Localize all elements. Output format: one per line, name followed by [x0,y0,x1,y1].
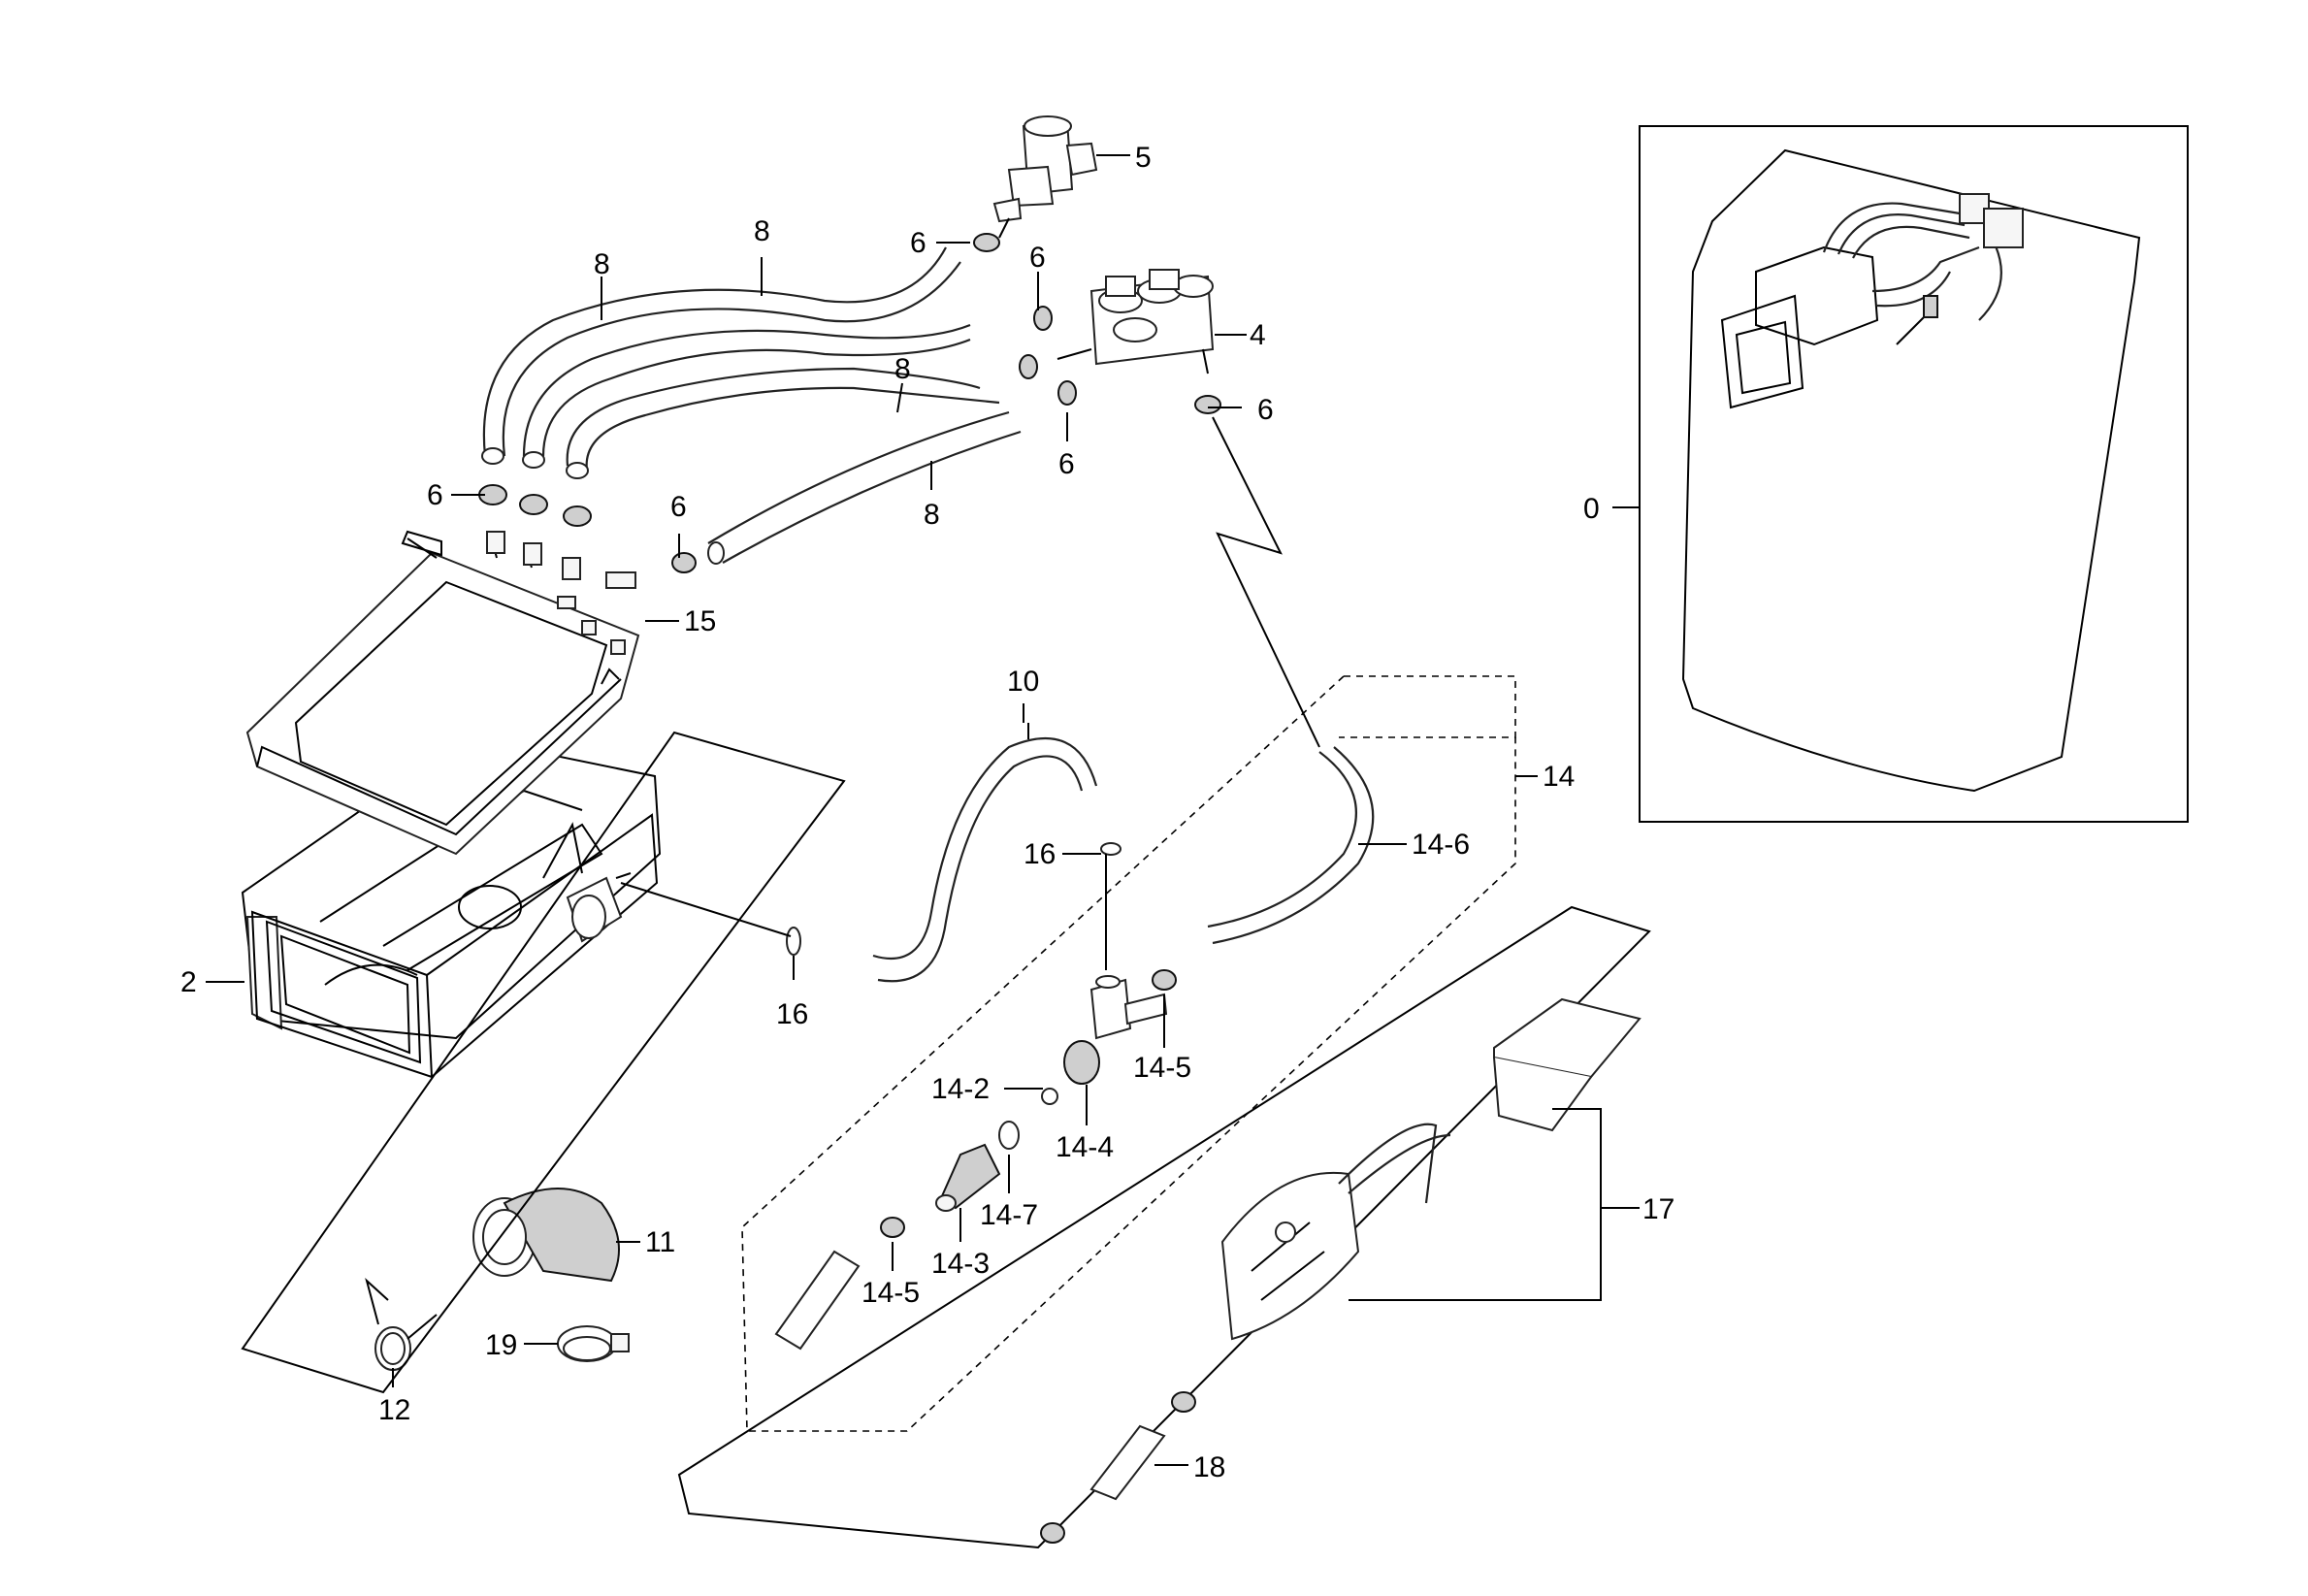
callout-14-5-lower: 14-5 [861,1277,920,1309]
part-19-band-clamp [557,1325,630,1362]
hose-break-line [1212,416,1320,748]
callout-6-cover: 6 [670,491,687,523]
callout-14-5-upper: 14-5 [1133,1052,1191,1084]
callout-15: 15 [684,605,716,637]
part-16-clamp-right [1100,842,1121,970]
part-14-5-clamp-lower [880,1217,905,1238]
callout-14-3: 14-3 [931,1248,990,1280]
callout-5: 5 [1135,142,1152,174]
part-10-hose [872,723,1098,983]
part-14-5-clamp-upper [1152,969,1177,991]
callout-14: 14 [1543,761,1575,793]
callout-14-4: 14-4 [1056,1131,1114,1163]
part-14-2-ball [1041,1088,1058,1105]
callout-4: 4 [1250,319,1266,351]
callout-0: 0 [1583,493,1600,525]
callout-10: 10 [1007,666,1039,698]
part-4-triple-valve [1056,269,1215,375]
callout-16-left: 16 [776,998,808,1030]
callout-18: 18 [1193,1451,1225,1483]
assembly-overview [1639,125,2189,823]
callout-11: 11 [645,1226,675,1258]
callout-8-a: 8 [754,215,770,247]
lower-left-group-outline [241,731,846,1394]
part-14-7-o-ring [998,1121,1020,1150]
part-8-hoses [481,246,1022,565]
part-11-bellows-hose [472,1188,620,1283]
callout-17: 17 [1642,1193,1674,1225]
callout-6-valve: 6 [1029,242,1046,274]
part-14-3-filter [935,1143,1001,1212]
callout-2: 2 [180,966,197,998]
callout-labels: 0 2 4 5 6 6 6 6 6 6 8 8 8 8 10 11 12 14 … [180,142,1674,1483]
callout-6-right: 6 [1257,394,1274,426]
callout-8-d: 8 [924,499,940,531]
callout-12: 12 [378,1394,410,1426]
part-17-bracket-sensor [677,905,1651,1549]
callout-16-right: 16 [1024,838,1056,870]
part-18-hose [1040,1391,1196,1544]
callout-6-left: 6 [427,479,443,511]
callout-6-top: 6 [910,227,926,259]
part-16-clamp-left [620,882,801,980]
callout-14-2: 14-2 [931,1073,990,1105]
part-5-single-valve [992,115,1098,239]
leader-17-bracket [1349,1108,1602,1301]
part-15-dispenser-cover [245,530,640,856]
callout-19: 19 [485,1329,517,1361]
cover-inlet-connectors [486,531,636,589]
callout-6-middle: 6 [1058,448,1075,480]
leaders [451,242,1242,1271]
callout-14-6: 14-6 [1412,829,1470,861]
part-12-spring-clamp [365,1277,438,1371]
callout-8-b: 8 [594,248,610,280]
part-14-hose-short [774,1250,861,1351]
callout-8-c: 8 [894,353,911,385]
callout-14-7: 14-7 [980,1199,1038,1231]
part-14-6-drain-hose [1207,751,1357,928]
part-14-4-t-fitting [1063,975,1168,1085]
part-14-group-outline [741,675,1538,1432]
part-2-dispenser-housing [241,735,662,1079]
part-6-hose-clamps [478,233,1221,573]
